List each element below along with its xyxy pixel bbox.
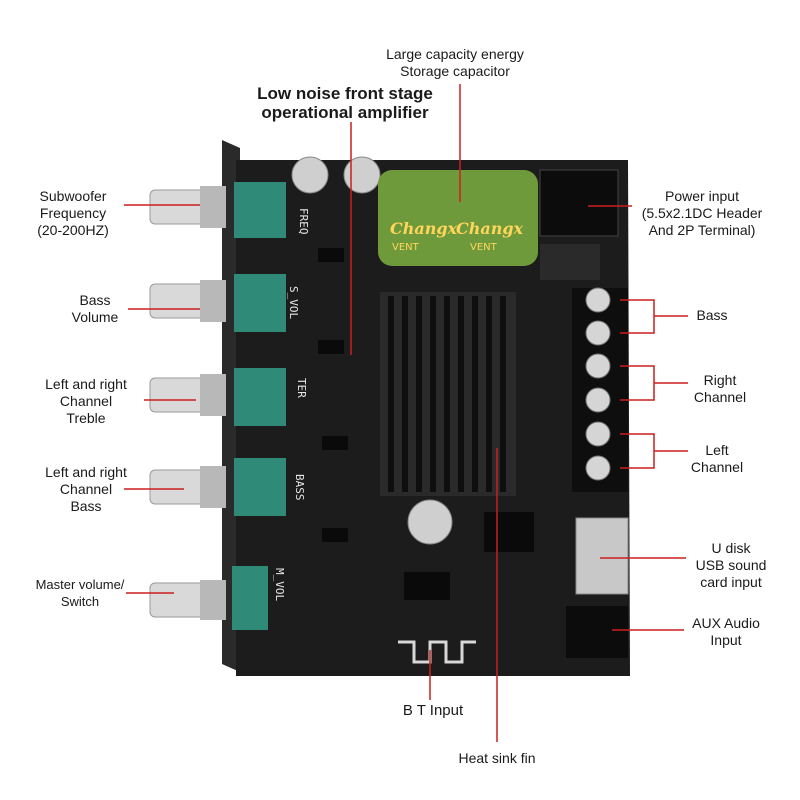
treble-label-line: Treble [66, 410, 106, 426]
capacitor-vent: VENT [470, 242, 498, 253]
aux-label-line: Input [710, 632, 742, 648]
capacitor-brand: Changx [390, 219, 458, 238]
dc-jack [539, 169, 619, 237]
right-channel-label: Right Channel [688, 372, 752, 406]
subwoofer-label: Subwoofer Frequency (20-200HZ) [20, 188, 126, 239]
ter-silkscreen: TER [295, 378, 308, 398]
left-channel-label-line: Left [705, 442, 729, 458]
capacitor-label-line: Large capacity energy [386, 46, 524, 62]
subwoofer-label-line: (20-200HZ) [37, 222, 109, 238]
bass-volume-label-line: Volume [71, 309, 119, 325]
opamp-label-line: Low noise front stage [257, 84, 433, 103]
small-capacitor [291, 156, 329, 194]
aux-jack [566, 606, 628, 658]
aux-label: AUX Audio Input [684, 615, 768, 649]
lr-bass-label: Left and right Channel Bass [28, 464, 144, 515]
left-channel-label: Left Channel [686, 442, 748, 476]
capacitor-label: Large capacity energy Storage capacitor [362, 46, 548, 80]
bt-antenna [398, 640, 476, 664]
udisk-label-line: USB sound [695, 557, 767, 573]
bass-output-label: Bass [696, 307, 728, 323]
usb-port [575, 517, 629, 595]
capacitor-vent: VENT [392, 242, 420, 253]
master-label-line: Master volume/ [35, 577, 125, 592]
terminal-block [572, 287, 628, 492]
master-volume-knob [149, 566, 268, 630]
master-label: Master volume/ Switch [28, 576, 132, 610]
ic-chip [318, 248, 344, 262]
svol-silkscreen: S_VOL [287, 286, 300, 319]
lr-bass-label-line: Bass [70, 498, 102, 514]
subwoofer-label-line: Frequency [39, 205, 107, 221]
heat-sink-label: Heat sink fin [458, 750, 536, 766]
capacitor-label-line: Storage capacitor [400, 63, 510, 79]
left-channel-label-line: Channel [690, 459, 744, 475]
power-label: Power input (5.5x2.1DC Header And 2P Ter… [632, 188, 772, 239]
lr-bass-knob [149, 458, 286, 516]
storage-capacitor: Changx Changx VENT VENT [378, 170, 538, 266]
front-panel [222, 140, 240, 672]
bt-input-label: B T Input [402, 702, 464, 719]
treble-label-line: Channel [59, 393, 113, 409]
subwoofer-knob [149, 182, 286, 238]
filter-capacitor [407, 499, 453, 545]
opamp-label: Low noise front stage operational amplif… [250, 84, 440, 122]
regulator-chip [484, 512, 534, 552]
bass-volume-knob [149, 274, 286, 332]
treble-label-line: Left and right [45, 376, 127, 392]
ic-chip [318, 340, 344, 354]
treble-knob [149, 368, 286, 426]
bass-volume-label-line: Bass [79, 292, 111, 308]
aux-label-line: AUX Audio [692, 615, 760, 631]
bt-chip [404, 572, 450, 600]
power-components [540, 244, 600, 280]
mvol-silkscreen: M_VOL [273, 568, 286, 601]
lr-bass-label-line: Channel [59, 481, 113, 497]
power-label-line: And 2P Terminal) [648, 222, 756, 238]
subwoofer-label-line: Subwoofer [39, 188, 107, 204]
heat-sink [380, 292, 516, 496]
power-label-line: (5.5x2.1DC Header [641, 205, 763, 221]
power-label-line: Power input [665, 188, 739, 204]
leader-lines [124, 84, 688, 742]
bass-volume-label: Bass Volume [60, 292, 130, 326]
right-channel-label-line: Channel [693, 389, 747, 405]
udisk-label-line: U disk [711, 540, 751, 556]
udisk-label-line: card input [700, 574, 762, 590]
treble-label: Left and right Channel Treble [28, 376, 144, 427]
small-capacitor [343, 156, 381, 194]
ic-chip [322, 528, 348, 542]
opamp-label-line: operational amplifier [261, 103, 429, 122]
lr-bass-label-line: Left and right [45, 464, 127, 480]
ic-chip [322, 436, 348, 450]
right-channel-label-line: Right [703, 372, 737, 388]
udisk-label: U disk USB sound card input [686, 540, 776, 591]
bass-silkscreen: BASS [293, 474, 306, 501]
capacitor-brand: Changx [456, 219, 524, 238]
master-label-line: Switch [60, 594, 100, 609]
freq-silkscreen: FREQ [297, 208, 310, 235]
